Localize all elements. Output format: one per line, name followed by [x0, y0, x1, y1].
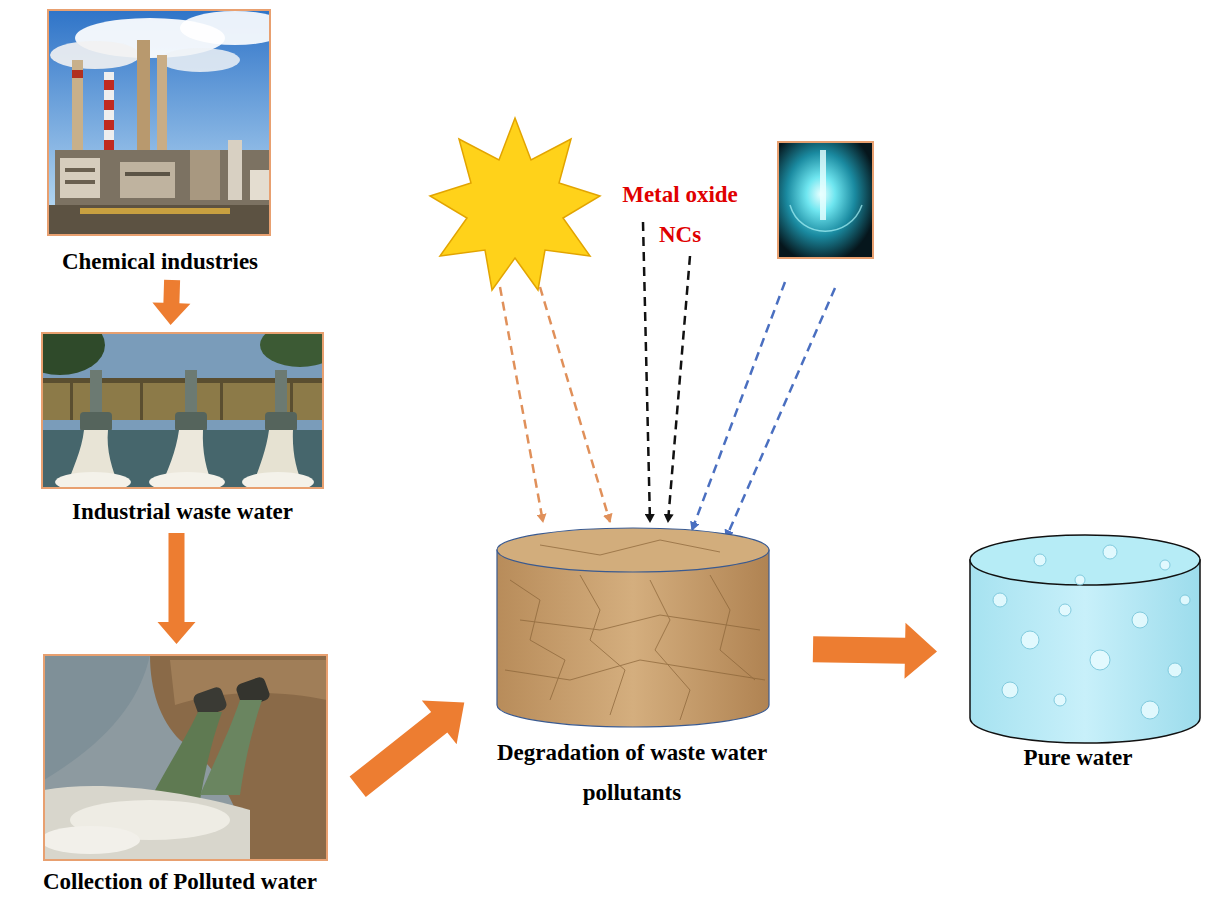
- source-node: Chemical industries: [37, 8, 283, 275]
- node-caption: Chemical industries: [37, 248, 283, 275]
- flow-arrow: [813, 623, 937, 679]
- wastewater-photo: [42, 333, 323, 488]
- factory-photo: [48, 10, 270, 235]
- flow-arrow: [350, 700, 465, 797]
- sun-symbol: [430, 118, 600, 290]
- photo-frame: [42, 333, 323, 488]
- catalyst-label: Metal oxide NCs: [605, 175, 755, 255]
- treatment-cylinder: [497, 528, 769, 727]
- node-caption: Pure water: [955, 744, 1201, 771]
- treatment-node: Degradation of waste water pollutants: [469, 520, 795, 813]
- polluted-water-photo: [44, 655, 327, 860]
- pure-water-cylinder: [970, 535, 1200, 743]
- photo-frame: [44, 655, 327, 860]
- light-rays: [500, 222, 835, 538]
- node-caption: Collection of Polluted water: [7, 868, 353, 895]
- output-node: Pure water: [955, 550, 1201, 771]
- process-node: Industrial waste water: [32, 330, 333, 525]
- node-caption: Industrial waste water: [32, 498, 333, 525]
- lamp-photo: [778, 142, 873, 258]
- node-caption: Degradation of waste water pollutants: [469, 733, 795, 813]
- photo-frame: [48, 10, 270, 235]
- flow-arrow: [152, 280, 190, 325]
- flow-arrow: [158, 533, 196, 644]
- process-node: Collection of Polluted water: [7, 652, 353, 895]
